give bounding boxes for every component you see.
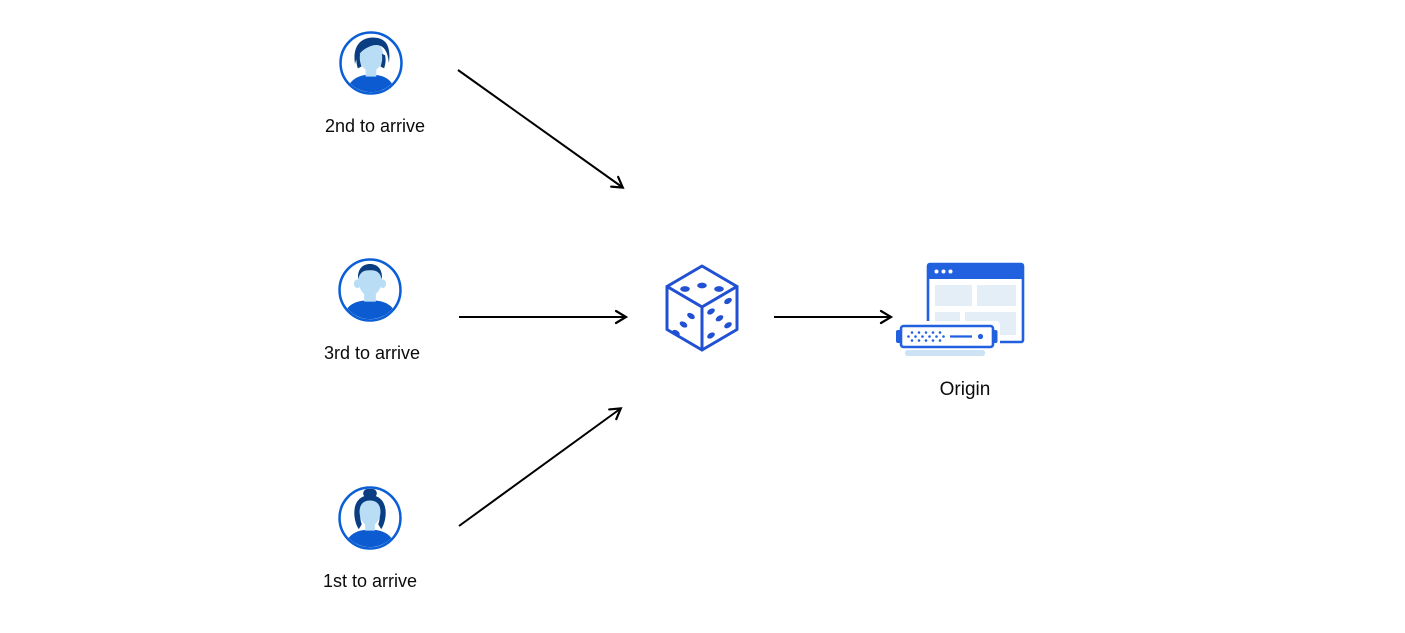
node-label-origin: Origin <box>939 379 991 400</box>
node-user-second: 2nd to arrive <box>325 30 425 136</box>
origin-server-browser-icon <box>893 262 1025 359</box>
dice-icon <box>665 264 739 352</box>
node-label-user-second: 2nd to arrive <box>324 116 426 136</box>
arrow-second-to-randomizer <box>457 69 625 189</box>
node-label-user-first: 1st to arrive <box>322 571 418 591</box>
arrow-first-to-randomizer <box>458 407 623 527</box>
user-avatar-man-short-hair-icon <box>338 258 402 322</box>
user-avatar-woman-icon <box>338 486 402 550</box>
node-origin: Origin <box>893 262 1025 400</box>
node-label-user-third: 3rd to arrive <box>323 343 421 363</box>
node-randomizer <box>664 263 740 358</box>
user-avatar-man-icon <box>339 31 403 95</box>
node-user-first: 1st to arrive <box>323 485 417 591</box>
node-user-third: 3rd to arrive <box>324 257 420 363</box>
